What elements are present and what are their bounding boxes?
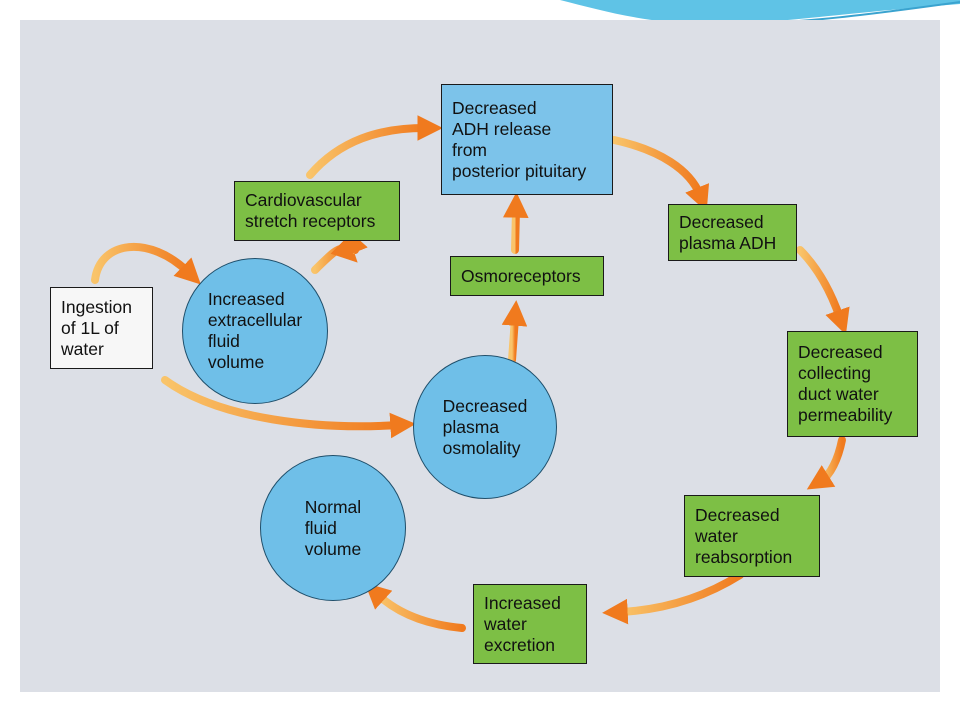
arrow-adh-to-plasma-adh [610,136,710,212]
node-increased-water-excretion: Increased water excretion [473,584,587,664]
node-decreased-plasma-osmolality-label: Decreased plasma osmolality [442,395,528,458]
arrow-osmolality-to-osmoreceptors [501,300,528,364]
node-decreased-collecting-duct-permeability: Decreased collecting duct water permeabi… [787,331,918,437]
arrow-ecf-to-osmolality [161,376,416,439]
arrow-reabsorption-to-excretion [602,571,744,625]
node-ingestion: Ingestion of 1L of water [50,287,153,369]
node-normal-fluid-volume: Normal fluid volume [260,455,406,601]
arrow-osmoreceptors-to-adh [503,192,529,254]
node-osmoreceptors: Osmoreceptors [450,256,604,296]
node-increased-ecf-volume: Increased extracellular fluid volume [182,258,328,404]
node-decreased-plasma-adh: Decreased plasma ADH [668,204,797,261]
node-cardiovascular-stretch-receptors: Cardiovascular stretch receptors [234,181,400,241]
node-decreased-water-reabsorption: Decreased water reabsorption [684,495,820,577]
arrow-ingestion-to-ecf [91,243,201,285]
arrow-cardio-to-ecf [343,228,368,257]
arrow-excretion-to-normal [364,582,466,632]
arrow-plasma-adh-to-permeability [796,246,850,335]
arrow-ecf-to-cardio [311,235,358,274]
node-increased-ecf-volume-label: Increased extracellular fluid volume [207,289,303,372]
arrow-cardio-to-adh [306,115,443,179]
node-decreased-plasma-osmolality: Decreased plasma osmolality [413,355,557,499]
node-normal-fluid-volume-label: Normal fluid volume [304,496,362,559]
arrow-permeability-to-reabsorption [806,436,846,490]
node-decreased-adh-release: Decreased ADH release from posterior pit… [441,84,613,195]
